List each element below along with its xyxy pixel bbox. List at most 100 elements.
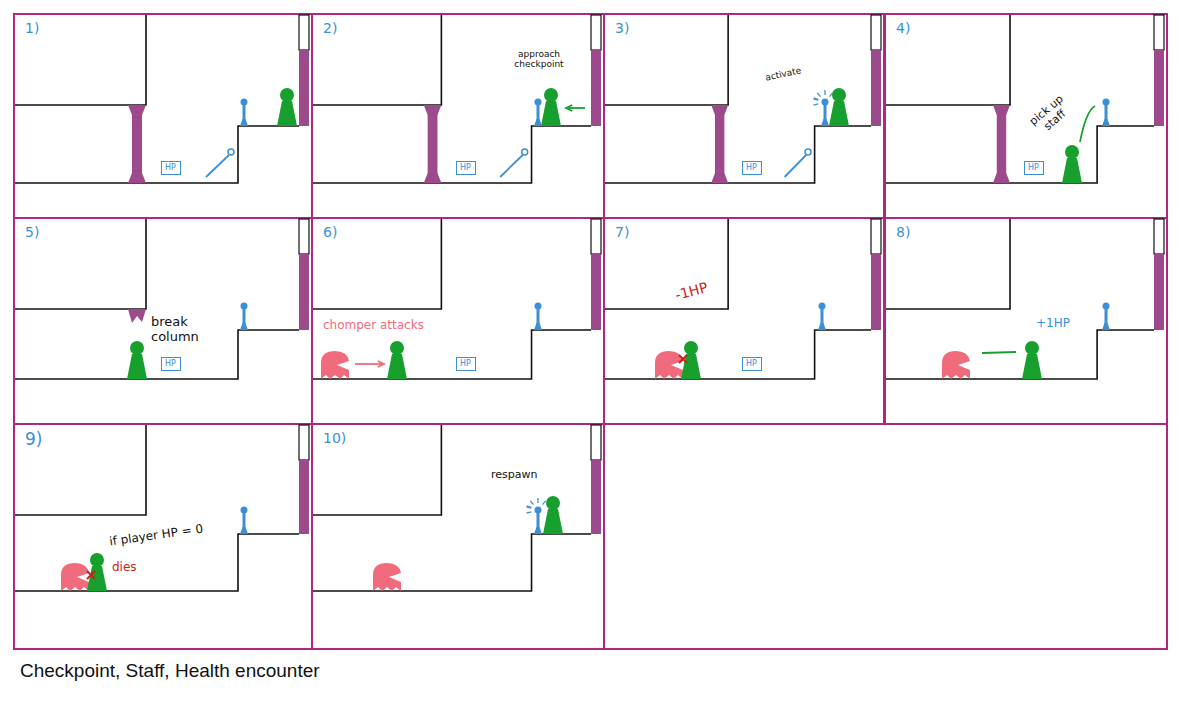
wall-top	[591, 425, 601, 460]
hp-pickup-box: HP	[456, 161, 476, 175]
storyboard-panel: 2) approach checkpointHP	[311, 13, 605, 219]
arrow-head	[378, 361, 384, 367]
glow-ray	[530, 501, 533, 505]
chomper-enemy	[373, 563, 401, 591]
arrow-head	[566, 105, 572, 111]
player-head	[684, 341, 698, 355]
storyboard-panel: 8)+1HP	[884, 217, 1168, 425]
glow-ray	[542, 501, 545, 505]
glow-ray	[527, 506, 532, 508]
column	[424, 105, 442, 183]
column	[128, 105, 146, 183]
hp-label: HP	[746, 360, 758, 368]
upper-block	[605, 219, 728, 309]
glow-ray	[813, 99, 818, 100]
storyboard-panel: 6)chomper attacksHP	[311, 217, 605, 425]
wall-gate	[591, 50, 601, 126]
floor-step	[313, 534, 591, 591]
panel-illustration	[605, 15, 883, 217]
upper-block	[15, 425, 146, 515]
panel-number: 2)	[323, 20, 337, 36]
figure-caption: Checkpoint, Staff, Health encounter	[20, 660, 320, 682]
panel-number: 6)	[323, 224, 337, 240]
upper-block	[886, 219, 1010, 309]
checkpoint-head	[1103, 303, 1110, 310]
empty-panel	[603, 423, 1168, 650]
checkpoint-base	[534, 119, 542, 126]
hp-label: HP	[1028, 164, 1040, 172]
annotation: respawn	[491, 469, 537, 482]
death-label: dies	[112, 561, 137, 575]
wall-gate	[591, 254, 601, 330]
checkpoint-head	[819, 303, 826, 310]
wall-gate	[299, 50, 309, 126]
broken-column-top	[128, 309, 146, 323]
hp-pickup-box: HP	[456, 357, 476, 371]
checkpoint-base	[240, 527, 248, 534]
panel-number: 4)	[896, 20, 910, 36]
checkpoint-head	[1103, 99, 1110, 106]
panel-illustration	[313, 15, 603, 217]
player-figure	[1062, 158, 1082, 183]
wall-gate	[1154, 254, 1164, 330]
panel-illustration	[313, 425, 603, 648]
staff-orb	[805, 149, 811, 155]
annotation: pick up staff	[1022, 89, 1080, 143]
wall-gate	[871, 50, 881, 126]
hp-pickup-box: HP	[161, 161, 181, 175]
staff	[500, 155, 523, 177]
panel-number: 9)	[25, 430, 42, 450]
player-head	[280, 88, 294, 102]
upper-block	[15, 219, 146, 309]
player-figure	[829, 101, 849, 126]
wall-top	[591, 219, 601, 254]
checkpoint-base	[821, 119, 829, 126]
condition-label: if player HP = 0	[108, 522, 204, 549]
checkpoint-base	[534, 527, 542, 534]
panel-number: 8)	[896, 224, 910, 240]
glow-ray	[526, 507, 531, 508]
panel-number: 1)	[25, 20, 39, 36]
player-head	[1065, 145, 1079, 159]
checkpoint-head	[535, 507, 542, 514]
player-head	[90, 553, 104, 567]
wall-gate	[871, 254, 881, 330]
player-figure	[387, 354, 407, 379]
floor-step	[313, 126, 591, 183]
staff-orb	[522, 149, 528, 155]
storyboard-panel: 9) if player HP = 0 dies	[13, 423, 313, 650]
player-figure	[541, 101, 561, 126]
wall-gate	[299, 460, 309, 534]
panel-number: 5)	[25, 224, 39, 240]
upper-block	[886, 15, 1010, 105]
wall-top	[299, 425, 309, 460]
pickup-line	[982, 352, 1016, 353]
annotation: activate	[764, 65, 802, 83]
storyboard-panel: 3)activateHP	[603, 13, 885, 219]
upper-block	[15, 15, 146, 105]
storyboard-panel: 4) pick up staffHP	[884, 13, 1168, 219]
wall-top	[591, 15, 601, 50]
column	[993, 105, 1010, 183]
wall-top	[299, 219, 309, 254]
glow-ray	[813, 104, 818, 105]
player-figure	[277, 101, 297, 126]
checkpoint-head	[241, 507, 248, 514]
panel-number: 10)	[323, 430, 346, 446]
wall-gate	[591, 460, 601, 534]
upper-block	[605, 15, 728, 105]
glow-ray	[824, 90, 825, 95]
annotation: approach checkpoint	[506, 49, 572, 70]
panel-number: 7)	[615, 224, 629, 240]
hp-label: HP	[460, 164, 472, 172]
panel-number: 3)	[615, 20, 629, 36]
checkpoint-head	[535, 99, 542, 106]
upper-block	[313, 15, 441, 105]
staff-orb	[228, 149, 234, 155]
checkpoint-base	[534, 323, 542, 330]
glow-ray	[817, 93, 820, 97]
floor-step	[605, 126, 871, 183]
checkpoint-base	[240, 323, 248, 330]
panel-illustration	[886, 15, 1166, 217]
checkpoint-base	[818, 323, 826, 330]
